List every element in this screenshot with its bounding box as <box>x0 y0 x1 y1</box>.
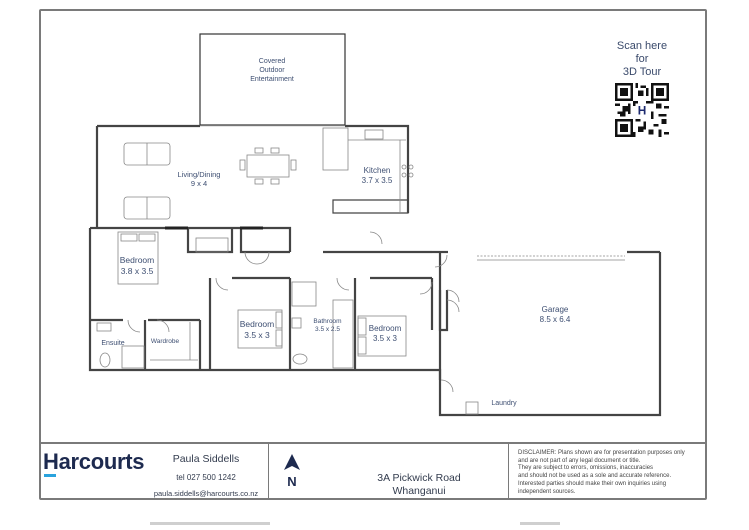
scan-artifact <box>150 522 270 525</box>
address-line2: Whanganui <box>392 485 446 497</box>
garage-name: Garage <box>541 305 569 314</box>
room-label-garage: Garage 8.5 x 6.4 <box>530 305 580 325</box>
room-label-laundry: Laundry <box>486 400 522 409</box>
bedroom2-name: Bedroom <box>239 319 275 329</box>
qr-text-line1: Scan here <box>616 40 668 52</box>
kitchen-name: Kitchen <box>363 166 391 175</box>
disclaimer-line: DISCLAIMER: Plans shown are for presenta… <box>518 450 685 456</box>
bathroom-size: 3.5 x 2.5 <box>315 326 340 334</box>
room-label-kitchen: Kitchen 3.7 x 3.5 <box>352 166 402 186</box>
bathroom-name: Bathroom <box>313 318 342 325</box>
outdoor-line1: Covered <box>258 58 286 65</box>
scan-artifact <box>520 522 560 525</box>
floor-plan-frame <box>39 9 707 500</box>
garage-size: 8.5 x 6.4 <box>539 315 571 324</box>
outdoor-line3: Entertainment <box>250 75 294 83</box>
title-block: Harcourts Paula Siddells tel 027 500 124… <box>39 442 707 500</box>
property-address: 3A Pickwick Road Whanganui <box>339 472 499 498</box>
disclaimer-cell: DISCLAIMER: Plans shown are for presenta… <box>509 444 707 500</box>
agent-email[interactable]: paula.siddells@harcourts.co.nz <box>153 489 259 498</box>
address-cell: N 3A Pickwick Road Whanganui <box>269 444 509 500</box>
living-name: Living/Dining <box>177 170 221 179</box>
agent-phone: tel 027 500 1242 <box>176 473 236 482</box>
room-label-wardrobe: Wardrobe <box>147 338 183 346</box>
master-name: Bedroom <box>119 255 155 265</box>
qr-3d-tour[interactable]: Scan here for 3D Tour H <box>606 40 678 142</box>
wardrobe-name: Wardrobe <box>150 338 180 345</box>
harcourts-logo: Harcourts <box>43 449 145 474</box>
room-label-bedroom-3: Bedroom 3.5 x 3 <box>362 324 408 344</box>
room-label-living-dining: Living/Dining 9 x 4 <box>164 170 234 189</box>
agent-name: Paula Siddells <box>172 453 240 465</box>
qr-text-line2: for <box>635 53 649 65</box>
bedroom2-size: 3.5 x 3 <box>244 329 270 340</box>
room-label-ensuite: Ensuite <box>96 340 130 349</box>
disclaimer-line: Interested parties should make their own… <box>518 480 667 487</box>
living-size: 9 x 4 <box>190 179 208 189</box>
disclaimer-text: DISCLAIMER: Plans shown are for presenta… <box>518 450 738 496</box>
ensuite-name: Ensuite <box>101 340 125 347</box>
qr-text-line3: 3D Tour <box>622 66 662 78</box>
kitchen-size: 3.7 x 3.5 <box>361 176 393 185</box>
room-label-bathroom: Bathroom 3.5 x 2.5 <box>305 318 350 334</box>
qr-code-icon[interactable]: H <box>615 83 669 137</box>
outdoor-line2: Outdoor <box>259 66 285 74</box>
disclaimer-line: independent sources. <box>518 488 576 495</box>
bedroom3-name: Bedroom <box>368 324 402 333</box>
master-size: 3.8 x 3.5 <box>120 265 154 276</box>
bedroom3-size: 3.5 x 3 <box>372 334 397 343</box>
address-line1: 3A Pickwick Road <box>377 472 461 484</box>
room-label-covered-outdoor: Covered Outdoor Entertainment <box>232 58 312 84</box>
disclaimer-line: and are not part of any legal document o… <box>518 457 641 464</box>
laundry-name: Laundry <box>491 400 517 407</box>
disclaimer-line: They are subject to errors, omissions, i… <box>518 465 654 472</box>
brand-accent-bar <box>44 474 56 477</box>
agent-cell: Harcourts Paula Siddells tel 027 500 124… <box>39 444 269 500</box>
room-label-master-bedroom: Bedroom 3.8 x 3.5 <box>112 255 162 276</box>
svg-text:N: N <box>287 474 296 488</box>
floor-plan-drawing <box>88 33 662 417</box>
disclaimer-line: and should not be used as a sole and acc… <box>518 473 672 480</box>
room-label-bedroom-2: Bedroom 3.5 x 3 <box>234 319 280 340</box>
north-arrow-icon: N <box>284 454 300 488</box>
svg-text:H: H <box>638 103 647 117</box>
